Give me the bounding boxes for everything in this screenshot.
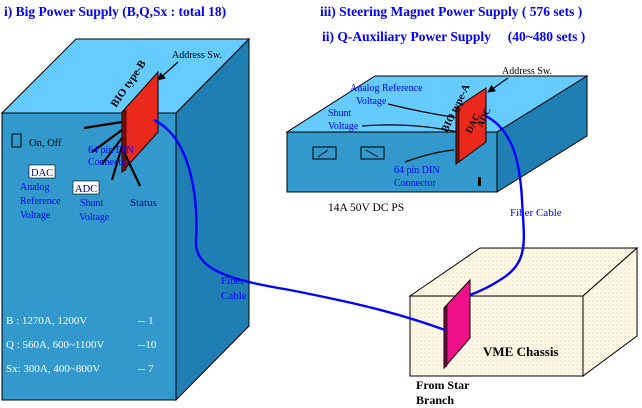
big-ps-heading: i) Big Power Supply (B,Q,Sx : total 18) <box>4 4 226 19</box>
big-ps-signal-wires <box>83 120 141 187</box>
spec-b-count: -- 1 <box>138 315 154 327</box>
big-adc-desc-1: Shunt <box>80 198 104 209</box>
big-power-supply-cabinet <box>0 37 251 402</box>
small-wire-connector <box>404 149 455 163</box>
small-meter-right <box>360 146 385 160</box>
vme-front-face <box>409 295 584 377</box>
small-shunt-2: Voltage <box>328 121 359 132</box>
big-connector-label-2: Connector <box>88 157 130 168</box>
wire-dac <box>91 129 123 153</box>
wire-status <box>123 151 141 187</box>
on-off-label: On, Off <box>29 138 62 149</box>
bio-a-card-edge <box>455 105 460 165</box>
big-ps-specs: B : 1270A, 1200V -- 1 Q : 560A, 600~1100… <box>6 315 157 375</box>
vme-label: VME Chassis <box>483 344 559 359</box>
big-dac-desc-2: Reference <box>20 196 61 207</box>
big-connector-label-1: 64 pin DIN <box>88 145 134 156</box>
big-status-label: Status <box>130 197 157 209</box>
on-off-switch[interactable] <box>11 133 22 148</box>
fiber-left-label-2: Cable <box>221 290 247 302</box>
big-dac-box <box>28 164 56 179</box>
small-meter-right-needle <box>365 149 379 158</box>
small-address-sw-label: Address Sw. <box>502 66 552 77</box>
small-meter-left <box>312 146 337 160</box>
bio-type-a-card <box>455 87 487 165</box>
vme-from-2: Branch <box>416 393 454 407</box>
big-dac-desc-1: Analog <box>20 182 49 193</box>
fiber-cable-left[interactable] <box>153 118 446 332</box>
vme-card <box>443 278 471 370</box>
small-address-sw-arrow <box>487 77 509 93</box>
big-address-sw-arrow <box>157 61 179 81</box>
wire-adc-b <box>110 145 124 181</box>
big-address-sw-label: Address Sw. <box>172 50 222 61</box>
big-adc-label: ADC <box>75 184 97 195</box>
q-aux-ps-heading: ii) Q-Auxiliary Power Supply (40~480 set… <box>322 29 585 44</box>
small-indicator <box>478 177 481 186</box>
big-adc-desc-2: Voltage <box>79 212 110 223</box>
bio-type-b-card <box>121 70 159 174</box>
big-ps-front-face <box>1 112 177 401</box>
spec-q-label: Q : 560A, 600~1100V <box>6 339 104 351</box>
small-ps-label: 14A 50V DC PS <box>328 202 404 214</box>
wire-on-off <box>83 120 123 130</box>
small-connector-label-1: 64 pin DIN <box>394 165 440 176</box>
small-analog-ref-1: Analog Reference <box>350 83 423 94</box>
big-dac-desc-3: Voltage <box>20 210 51 221</box>
wire-adc-a <box>101 137 123 165</box>
fiber-right-label: Fiber Cable <box>510 207 562 219</box>
small-wire-analog <box>387 103 459 119</box>
big-adc-box <box>72 180 100 195</box>
steering-ps-heading: iii) Steering Magnet Power Supply ( 576 … <box>320 4 582 19</box>
big-dac-label: DAC <box>31 168 53 179</box>
fiber-left-label-1: Fiber <box>221 275 245 287</box>
spec-sx-label: Sx: 300A, 400~800V <box>6 363 100 375</box>
small-shunt-1: Shunt <box>328 108 352 119</box>
spec-q-count: --10 <box>138 339 157 351</box>
spec-sx-count: -- 7 <box>138 363 154 375</box>
fiber-cable-right[interactable] <box>469 114 525 297</box>
spec-b-label: B : 1270A, 1200V <box>6 315 87 327</box>
small-analog-ref-2: Voltage <box>356 96 387 107</box>
vme-card-edge <box>443 305 448 369</box>
small-meter-left-needle <box>317 149 329 158</box>
small-connector-label-2: Connector <box>394 178 436 189</box>
vme-from-1: From Star <box>416 378 470 392</box>
small-wire-shunt <box>361 124 459 133</box>
